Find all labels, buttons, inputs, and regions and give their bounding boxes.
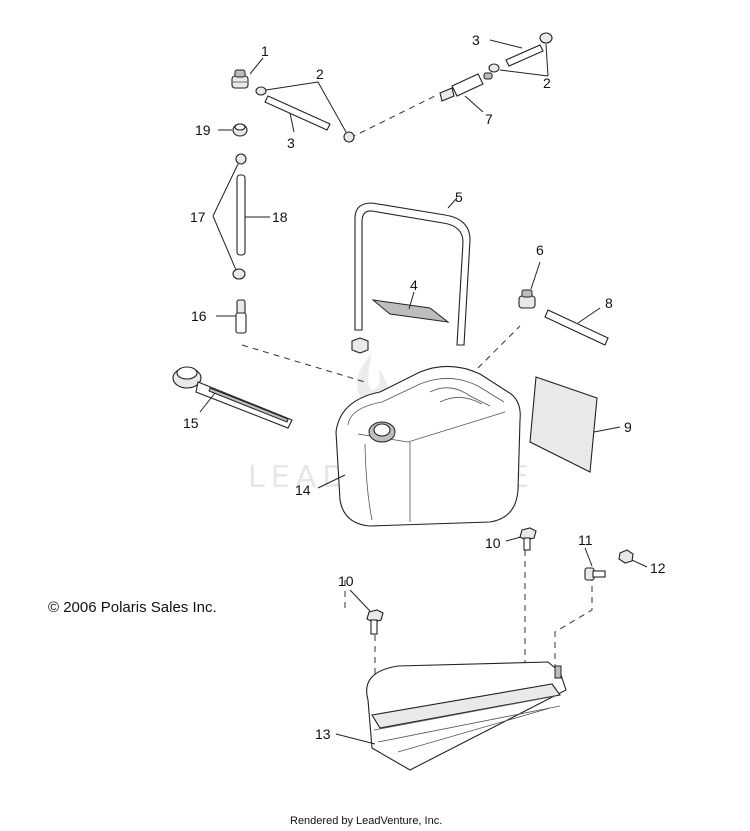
part-strap-nut xyxy=(351,337,369,354)
part-2-3-7-right-assembly xyxy=(439,32,553,113)
callout-labels: 1 2 2 3 3 4 5 6 7 8 9 10 10 11 12 13 14 … xyxy=(183,32,666,742)
callout-12: 12 xyxy=(650,560,666,576)
part-9-tank-pad xyxy=(529,376,621,473)
callout-15: 15 xyxy=(183,415,199,431)
callout-5: 5 xyxy=(455,189,463,205)
callout-8: 8 xyxy=(605,295,613,311)
callout-14: 14 xyxy=(295,482,311,498)
part-11-bolt xyxy=(584,547,606,581)
copyright-text: © 2006 Polaris Sales Inc. xyxy=(48,599,217,616)
callout-1: 1 xyxy=(261,43,269,59)
callout-2-left: 2 xyxy=(316,66,324,82)
callout-16: 16 xyxy=(191,308,207,324)
part-6-fitting xyxy=(518,261,541,309)
part-13-skid-plate xyxy=(335,661,567,771)
part-4-strap-pad xyxy=(371,291,450,323)
callout-4: 4 xyxy=(410,277,418,293)
part-8-vent-hose xyxy=(544,307,609,346)
callout-10-lower: 10 xyxy=(338,573,354,589)
callout-19: 19 xyxy=(195,122,211,138)
part-5-tank-strap xyxy=(354,197,471,346)
callout-17: 17 xyxy=(190,209,206,225)
part-19-grommet xyxy=(218,123,248,137)
part-1-fitting xyxy=(231,57,264,89)
callout-3-right: 3 xyxy=(472,32,480,48)
callout-3-left: 3 xyxy=(287,135,295,151)
part-14-fuel-tank xyxy=(317,365,521,527)
callout-9: 9 xyxy=(624,419,632,435)
part-16-valve xyxy=(216,299,247,334)
callout-18: 18 xyxy=(272,209,288,225)
callout-13: 13 xyxy=(315,726,331,742)
callout-2-right: 2 xyxy=(543,75,551,91)
part-10-bolt-b xyxy=(349,589,384,635)
part-10-bolt-a xyxy=(505,527,537,551)
part-17-18-vent-line xyxy=(212,153,270,280)
callout-6: 6 xyxy=(536,242,544,258)
callout-11: 11 xyxy=(578,532,593,548)
part-2-3-left-hose xyxy=(255,81,355,143)
part-15-fuel-sender xyxy=(172,366,293,429)
watermark-flame-icon xyxy=(356,352,389,404)
callout-7: 7 xyxy=(485,111,493,127)
callout-10-upper: 10 xyxy=(485,535,501,551)
part-12-nut xyxy=(618,549,648,568)
footer-text: Rendered by LeadVenture, Inc. xyxy=(290,815,442,827)
